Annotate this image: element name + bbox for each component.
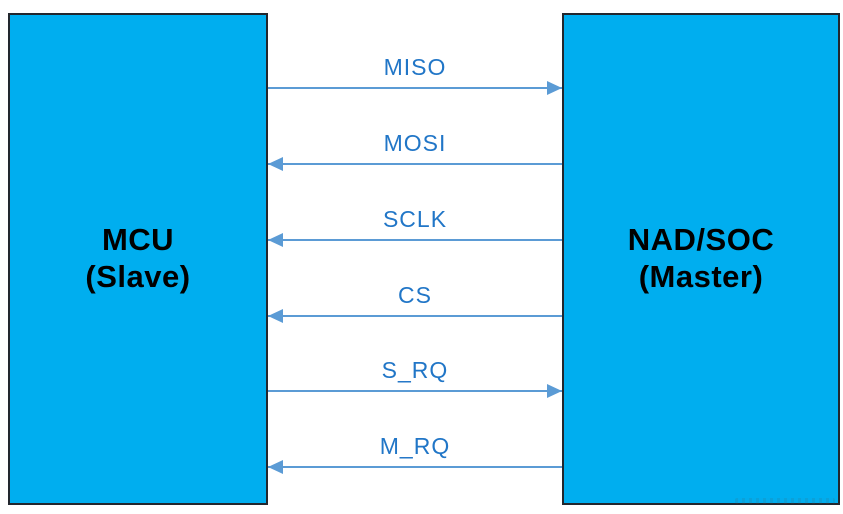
watermark-smudge (735, 498, 835, 504)
signal-cs-label: CS (398, 282, 432, 308)
signal-mosi-label: MOSI (383, 130, 447, 156)
nad-soc-master-box: NAD/SOC (Master) (562, 13, 840, 505)
arrowhead-left-icon (268, 460, 283, 474)
signal-m-rq: M_RQ (268, 433, 562, 474)
mcu-slave-box: MCU (Slave) (8, 13, 268, 505)
signal-sclk: SCLK (268, 206, 562, 247)
arrowhead-left-icon (268, 157, 283, 171)
signal-s-rq-label: S_RQ (381, 357, 449, 383)
signal-s-rq: S_RQ (268, 357, 562, 398)
signal-s-rq-line (268, 390, 562, 392)
arrowhead-right-icon (547, 384, 562, 398)
signal-miso: MISO (268, 54, 562, 95)
signal-m-rq-line (268, 466, 562, 468)
signal-cs-line (268, 315, 562, 317)
signal-miso-label: MISO (383, 54, 447, 80)
nad-box-subtitle: (Master) (638, 259, 764, 294)
nad-box-title: NAD/SOC (627, 222, 775, 258)
signal-mosi: MOSI (268, 130, 562, 171)
signal-sclk-line (268, 239, 562, 241)
signal-m-rq-label: M_RQ (379, 433, 451, 459)
signal-mosi-line (268, 163, 562, 165)
signal-sclk-label: SCLK (382, 206, 448, 232)
mcu-box-subtitle: (Slave) (85, 259, 191, 294)
arrowhead-right-icon (547, 81, 562, 95)
signal-cs: CS (268, 282, 562, 323)
arrowhead-left-icon (268, 233, 283, 247)
signal-miso-line (268, 87, 562, 89)
mcu-box-title: MCU (101, 222, 175, 258)
arrowhead-left-icon (268, 309, 283, 323)
